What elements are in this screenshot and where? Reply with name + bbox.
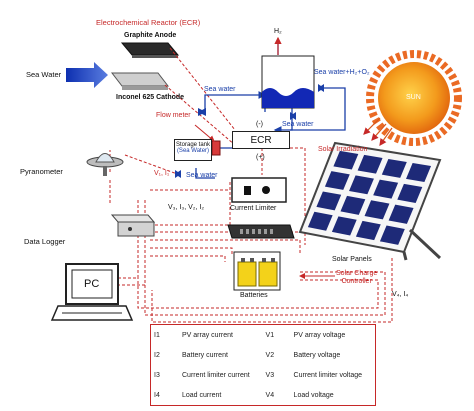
legend-description: Current limiter current: [182, 371, 250, 379]
solar-cell: [364, 200, 390, 220]
solar-cell: [333, 150, 359, 170]
legend-code: V4: [265, 391, 275, 399]
inconel-cathode-plate: [110, 72, 170, 90]
legend-code: I4: [154, 391, 160, 399]
legend-description: Current limiter voltage: [293, 371, 363, 379]
ecr-plus-label: (+): [256, 154, 265, 161]
sea-water-tank-right-label: Sea water: [282, 121, 314, 128]
solar-cell: [397, 183, 423, 203]
storage-tank-label: Storage tank: [175, 142, 211, 148]
legend-code: V3: [265, 371, 275, 379]
storage-tank-box: Storage tank (Sea Water): [174, 139, 212, 161]
legend-code: I3: [154, 371, 160, 379]
legend-description: Battery voltage: [293, 351, 341, 359]
legend-row: I4 Load current V4 Load voltage: [151, 385, 375, 405]
red-wiring: [105, 47, 393, 323]
graphite-anode-label: Graphite Anode: [124, 32, 177, 39]
ecr-box: ECR: [232, 131, 290, 149]
legend-row: I1 PV array current V1 PV array voltage: [151, 325, 375, 345]
data-logger-label: Data Logger: [24, 237, 66, 246]
flow-meter-label: Flow meter: [156, 112, 191, 119]
sea-water-h2-o2-label: Sea water+H₂+O₂: [314, 69, 370, 76]
legend-row: I2 Battery current V2 Battery voltage: [151, 345, 375, 365]
data-logger-device: [110, 214, 156, 237]
graphite-anode-plate: [120, 42, 180, 58]
solar-cell: [331, 216, 357, 236]
current-limiter-device: [231, 177, 287, 203]
pc-label: PC: [84, 278, 100, 290]
sea-water-input-label: Sea Water: [26, 70, 62, 79]
solar-panels-label: Solar Panels: [332, 256, 372, 263]
legend-description: PV array voltage: [293, 331, 346, 339]
solar-irradiation-label: Solar Irradiation: [318, 146, 368, 153]
solar-charge-controller-device: [227, 224, 295, 239]
gas-separation-tank: [261, 55, 315, 109]
solar-cell: [324, 171, 350, 190]
solar-cell: [307, 211, 333, 231]
sun: [363, 50, 462, 146]
legend-description: Battery current: [182, 351, 228, 359]
legend-code: I2: [154, 351, 160, 359]
legend-code: I1: [154, 331, 160, 339]
legend-description: Load current: [182, 391, 222, 399]
legend-description: PV array current: [182, 331, 233, 339]
vi-mid-label: V₃, I₃, V₂, I₂: [168, 204, 205, 211]
legend-description: Load voltage: [293, 391, 334, 399]
legend-code: V2: [265, 351, 275, 359]
inconel-cathode-label: Inconel 625 Cathode: [116, 94, 185, 101]
pyranometer-label: Pyranometer: [20, 167, 63, 176]
solar-cell: [357, 154, 383, 174]
solar-cell: [379, 225, 405, 245]
flow-meter: [194, 124, 221, 156]
batteries-device: [233, 251, 281, 291]
sea-water-top-label: Sea water: [204, 86, 236, 93]
valves: [175, 84, 324, 178]
solar-cell: [349, 175, 374, 195]
solar-panel: [298, 141, 442, 261]
sun-label: SUN: [406, 94, 421, 101]
batteries-label: Batteries: [240, 292, 268, 299]
ecr-minus-label: (-): [256, 121, 263, 128]
pc-device: [50, 263, 134, 321]
solar-cell: [388, 204, 414, 224]
solar-charge-controller-label: Solar Charge Controller: [336, 270, 378, 285]
solar-cell: [340, 195, 366, 215]
solar-cell: [373, 179, 399, 199]
solar-cell: [316, 191, 342, 211]
legend-row: I3 Current limiter current V3 Current limit…: [151, 365, 375, 385]
pyranometer-device: [86, 153, 124, 176]
solar-cell: [381, 158, 407, 178]
h2-label: H₂: [274, 28, 282, 35]
vi-top-label: V₁, I₁: [154, 170, 170, 177]
vi-right-label: V₄, I₄: [392, 291, 409, 298]
ecr-reactor-title: Electrochemical Reactor (ECR): [96, 18, 201, 27]
solar-cell: [406, 162, 432, 182]
legend-code: V1: [265, 331, 275, 339]
sea-water-input-arrow: [66, 62, 108, 88]
sea-water-bottom-label: Sea water: [186, 172, 218, 179]
current-limiter-label: Current Limiter: [230, 205, 277, 212]
storage-tank-sub-label: (Sea Water): [176, 148, 210, 154]
solar-cell: [355, 220, 381, 241]
